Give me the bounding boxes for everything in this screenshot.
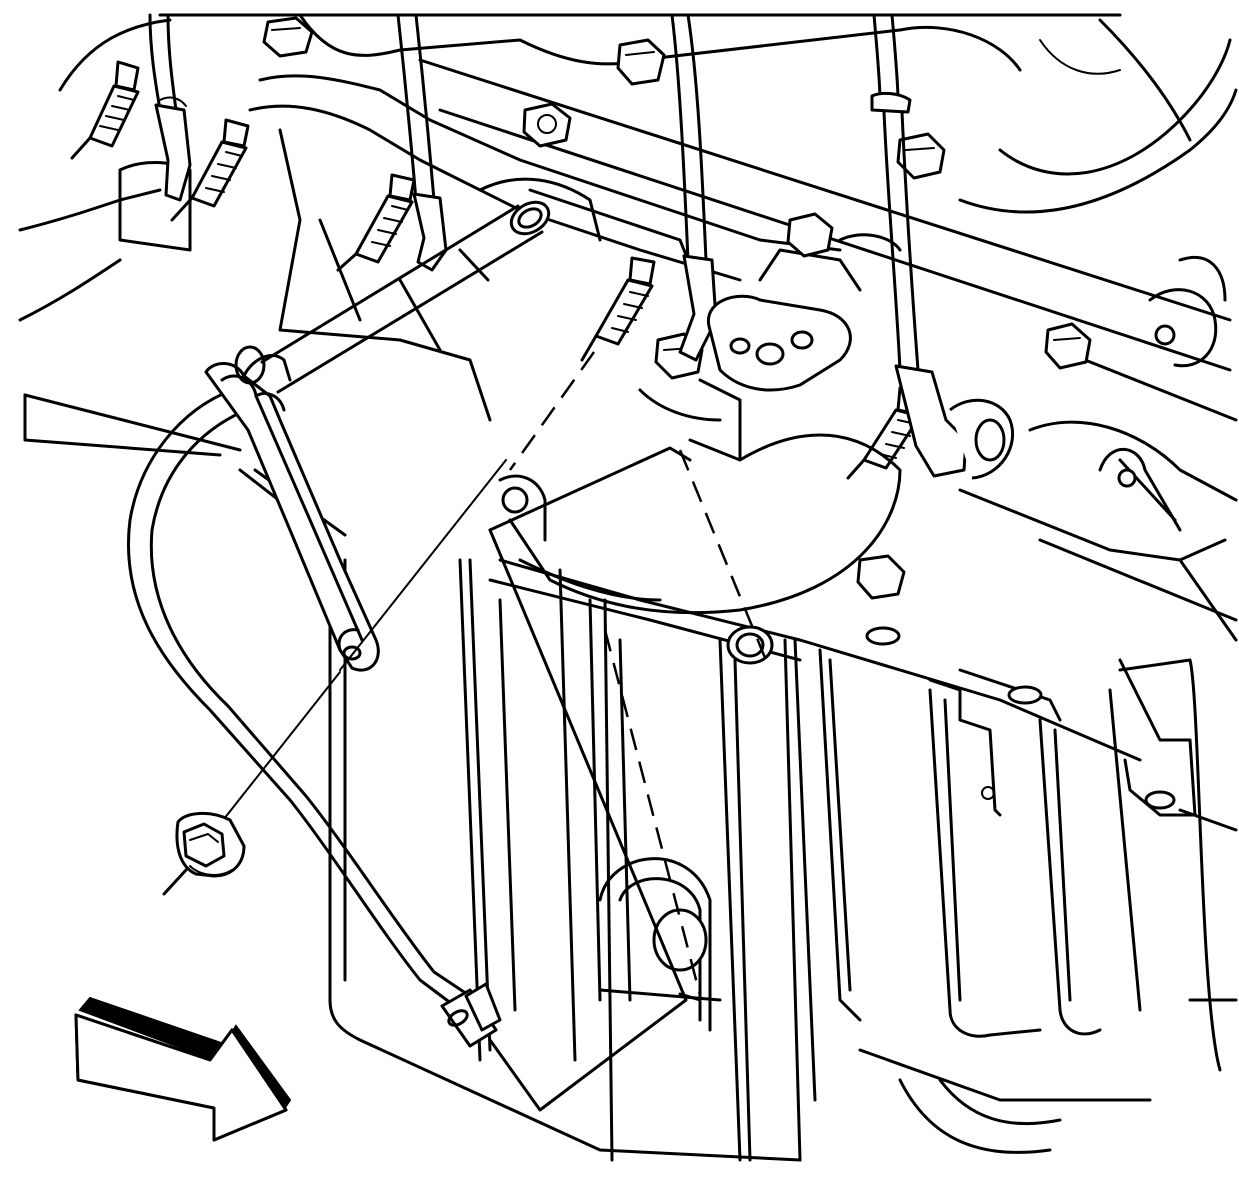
manifold-bolts [262,16,1092,600]
oil-level-indicator-tube [127,200,551,1048]
spark-plug-wires [148,13,1015,480]
callout-leaders [508,351,772,996]
tube-bracket [204,345,380,672]
flange-plate [706,294,852,392]
spark-plug [170,118,250,222]
bolt-head [616,38,666,86]
bolt-head [262,16,314,58]
bolt-head [896,132,946,180]
engine-block [18,13,1238,642]
detail-callout-box [488,446,702,1112]
bracket-nut [162,812,246,896]
direction-arrow-icon [74,996,292,1142]
oil-pan [238,468,1238,1162]
spark-plug [70,60,140,160]
spark-plug [580,256,656,362]
bolt-head [856,554,906,600]
spark-plugs [70,60,924,480]
bracket-leader-line [339,459,507,671]
bolt-head [522,102,572,148]
bolt-head [786,212,834,258]
bolt-head [1044,322,1092,370]
spark-plug [336,173,416,272]
